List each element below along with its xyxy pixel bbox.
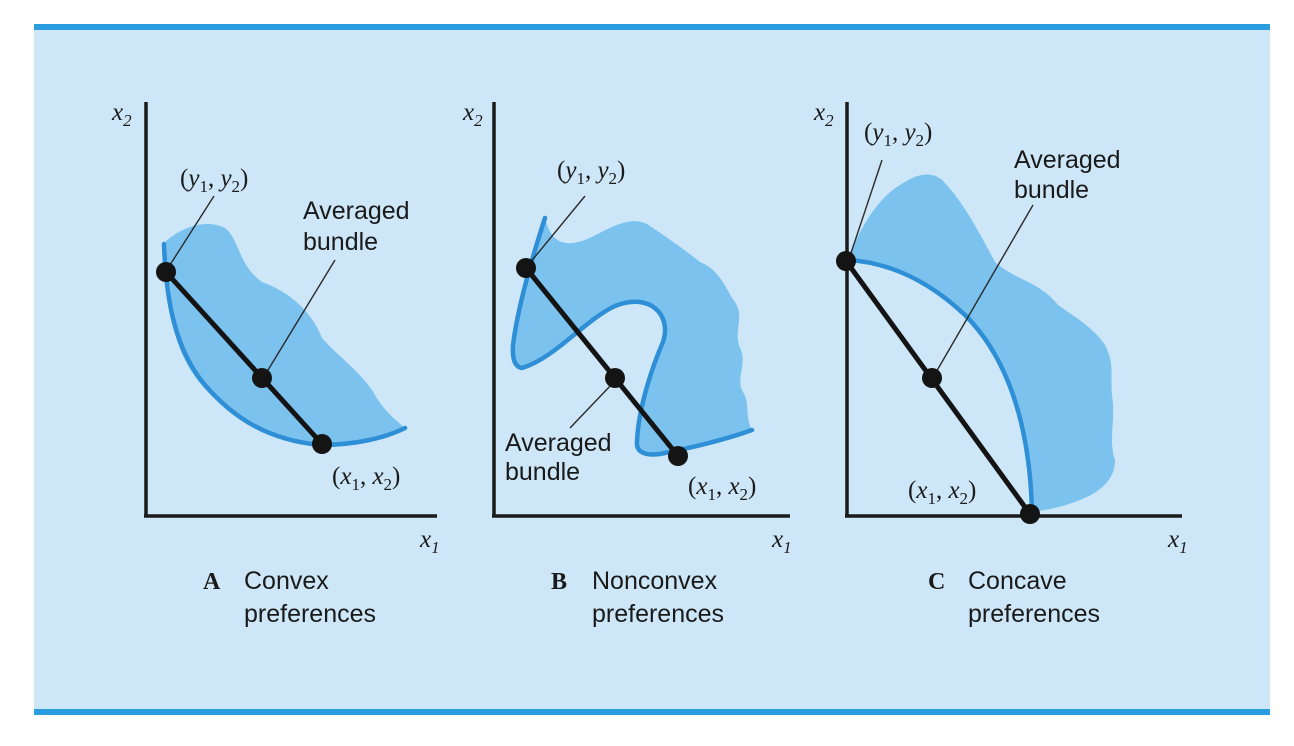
panel-c-y-axis-label: x2 — [813, 99, 834, 130]
panel-a-caption-1: Convex — [244, 567, 329, 595]
panel-b-letter: B — [551, 569, 567, 595]
panel-c-y-leader — [849, 159, 883, 257]
panel-b-x-axis-label: x1 — [771, 526, 792, 557]
panel-c-averaged-label-1: Averaged — [1014, 146, 1121, 174]
panel-b-caption-2: preferences — [592, 600, 724, 628]
panel-c: x2 x1 (y1, y2) (x1, x2) Averaged bundle … — [813, 99, 1188, 628]
panel-c-avg-leader — [934, 204, 1034, 375]
panel-c-bundle-x — [1020, 504, 1040, 524]
panel-a-averaged-label-2: bundle — [303, 228, 378, 256]
panel-c-letter: C — [928, 569, 945, 595]
panel-c-bundle-y — [836, 251, 856, 271]
panel-a-indifference-curve — [161, 241, 408, 448]
panel-b-caption-1: Nonconvex — [592, 567, 718, 595]
panel-a-x-axis-label: x1 — [419, 526, 440, 557]
panel-c-averaged-bundle — [922, 368, 942, 388]
panel-a-bundle-x — [312, 434, 332, 454]
panel-a-x-bundle-label: (x1, x2) — [332, 463, 400, 494]
top-rule — [34, 24, 1270, 30]
panel-a-letter: A — [203, 569, 221, 595]
panel-a-avg-leader — [264, 259, 336, 376]
panel-b-bundle-x — [668, 446, 688, 466]
panel-b-preferred-region — [512, 218, 752, 455]
panel-c-chord — [843, 258, 1033, 517]
panel-a-y-bundle-label: (y1, y2) — [180, 165, 248, 196]
panel-a-preferred-region — [165, 223, 405, 445]
panel-a-chord — [163, 269, 325, 447]
panel-b-bundle-y — [516, 258, 536, 278]
panel-b-indifference-curve — [510, 215, 755, 457]
panel-a-y-leader — [167, 195, 215, 269]
panel-c-x-bundle-label: (x1, x2) — [908, 477, 976, 508]
panel-c-caption-1: Concave — [968, 567, 1067, 595]
panel-c-indifference-curve — [844, 257, 1035, 515]
panel-b-y-bundle-label: (y1, y2) — [557, 157, 625, 188]
panel-b-x-bundle-label: (x1, x2) — [688, 473, 756, 504]
panel-b-y-axis-label: x2 — [462, 99, 483, 130]
panel-c-preferred-region — [847, 174, 1115, 513]
panel-a-y-axis-label: x2 — [111, 99, 132, 130]
panel-a: x2 x1 (y1, y2) (x1, x2) Averaged bundle … — [111, 99, 440, 628]
panel-b-y-leader — [528, 195, 586, 265]
panel-c-x-axis-label: x1 — [1167, 526, 1188, 557]
panel-b-averaged-label-1: Averaged — [505, 429, 612, 457]
panel-a-averaged-bundle — [252, 368, 272, 388]
panel-a-bundle-y — [156, 262, 176, 282]
panel-b-averaged-bundle — [605, 368, 625, 388]
panel-b-avg-leader — [569, 383, 613, 429]
panel-b-chord — [523, 265, 681, 459]
panel-a-caption-2: preferences — [244, 600, 376, 628]
panel-b: x2 x1 (y1, y2) (x1, x2) Averaged bundle … — [462, 99, 792, 628]
panel-c-averaged-label-2: bundle — [1014, 176, 1089, 204]
panel-a-averaged-label-1: Averaged — [303, 197, 410, 225]
panel-c-y-bundle-label: (y1, y2) — [864, 119, 932, 150]
panel-b-averaged-label-2: bundle — [505, 458, 580, 486]
panel-c-caption-2: preferences — [968, 600, 1100, 628]
bottom-rule — [34, 709, 1270, 715]
